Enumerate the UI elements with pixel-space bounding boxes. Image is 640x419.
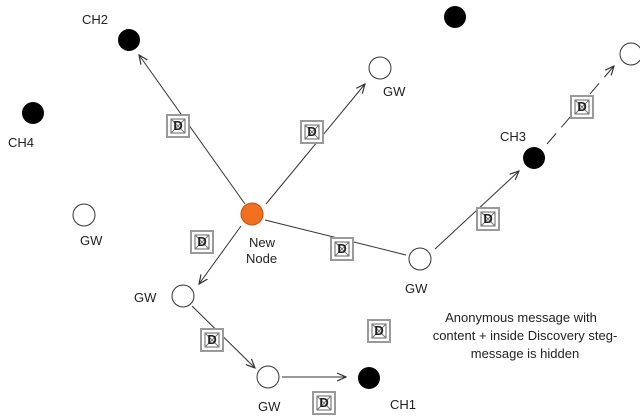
message-icons: D D D D D D D D D <box>166 95 594 415</box>
edge-new-node-to-gw-top <box>265 84 365 205</box>
envelope-icon: D <box>312 391 336 415</box>
node-gw-top <box>368 56 392 80</box>
node-gw-mid <box>171 284 195 308</box>
svg-text:D: D <box>374 323 383 338</box>
label-gw-top: GW <box>383 84 406 99</box>
label-gw-left: GW <box>80 233 103 248</box>
label-gw-mid: GW <box>134 290 157 305</box>
envelope-icon: D <box>476 207 500 231</box>
label-ch2: CH2 <box>82 12 108 27</box>
caption-line1: Anonymous message with <box>445 310 597 325</box>
svg-text:D: D <box>319 395 328 410</box>
caption-line3: message is hidden <box>471 346 579 361</box>
svg-text:D: D <box>197 234 206 249</box>
label-gw-right: GW <box>405 281 428 296</box>
label-new-node-line1: New <box>249 235 276 250</box>
node-gw-right <box>408 247 432 271</box>
svg-text:D: D <box>173 118 182 133</box>
envelope-icon: D <box>367 319 391 343</box>
envelope-icon: D <box>190 230 214 254</box>
node-gw-left <box>72 203 96 227</box>
label-new-node-line2: Node <box>246 251 277 266</box>
label-ch4: CH4 <box>8 135 34 150</box>
caption-line2: content + inside Discovery steg- <box>433 328 618 343</box>
label-ch1: CH1 <box>390 397 416 412</box>
label-gw-bottom: GW <box>258 399 281 414</box>
svg-text:D: D <box>337 241 346 256</box>
edge-new-node-to-ch2 <box>139 55 246 205</box>
nodes <box>22 6 640 389</box>
node-ch1 <box>358 367 380 389</box>
node-gw-bottom <box>256 365 280 389</box>
svg-text:D: D <box>577 99 586 114</box>
node-gw-far-right <box>619 42 640 66</box>
node-ch3 <box>523 147 545 169</box>
edge-new-node-to-gw-mid <box>199 225 242 284</box>
envelope-icon: D <box>570 95 594 119</box>
node-ch2 <box>118 29 140 51</box>
svg-text:D: D <box>207 332 216 347</box>
node-ch4 <box>22 102 44 124</box>
labels: CH2 CH4 CH3 CH1 GW GW GW GW GW New Node … <box>8 12 617 414</box>
node-new-node <box>240 202 264 226</box>
svg-text:D: D <box>307 124 316 139</box>
envelope-icon: D <box>330 237 354 261</box>
node-ch-top <box>444 6 466 28</box>
envelope-icon: D <box>200 328 224 352</box>
svg-text:D: D <box>483 211 492 226</box>
envelope-icon: D <box>166 114 190 138</box>
envelope-icon: D <box>300 120 324 144</box>
label-ch3: CH3 <box>500 129 526 144</box>
